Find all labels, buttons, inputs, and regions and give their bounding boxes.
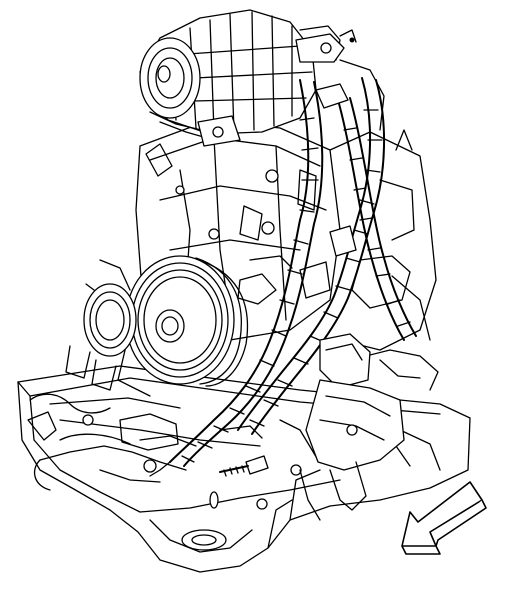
lower-left-hoses	[29, 393, 197, 491]
crankshaft-seal	[83, 259, 137, 357]
wiring-harness	[149, 77, 417, 477]
alternator	[139, 9, 357, 147]
frame-crossmember	[17, 345, 471, 573]
view-direction-arrow-icon	[401, 481, 487, 555]
engine-mount	[299, 379, 405, 521]
mount-bolt	[219, 455, 269, 477]
